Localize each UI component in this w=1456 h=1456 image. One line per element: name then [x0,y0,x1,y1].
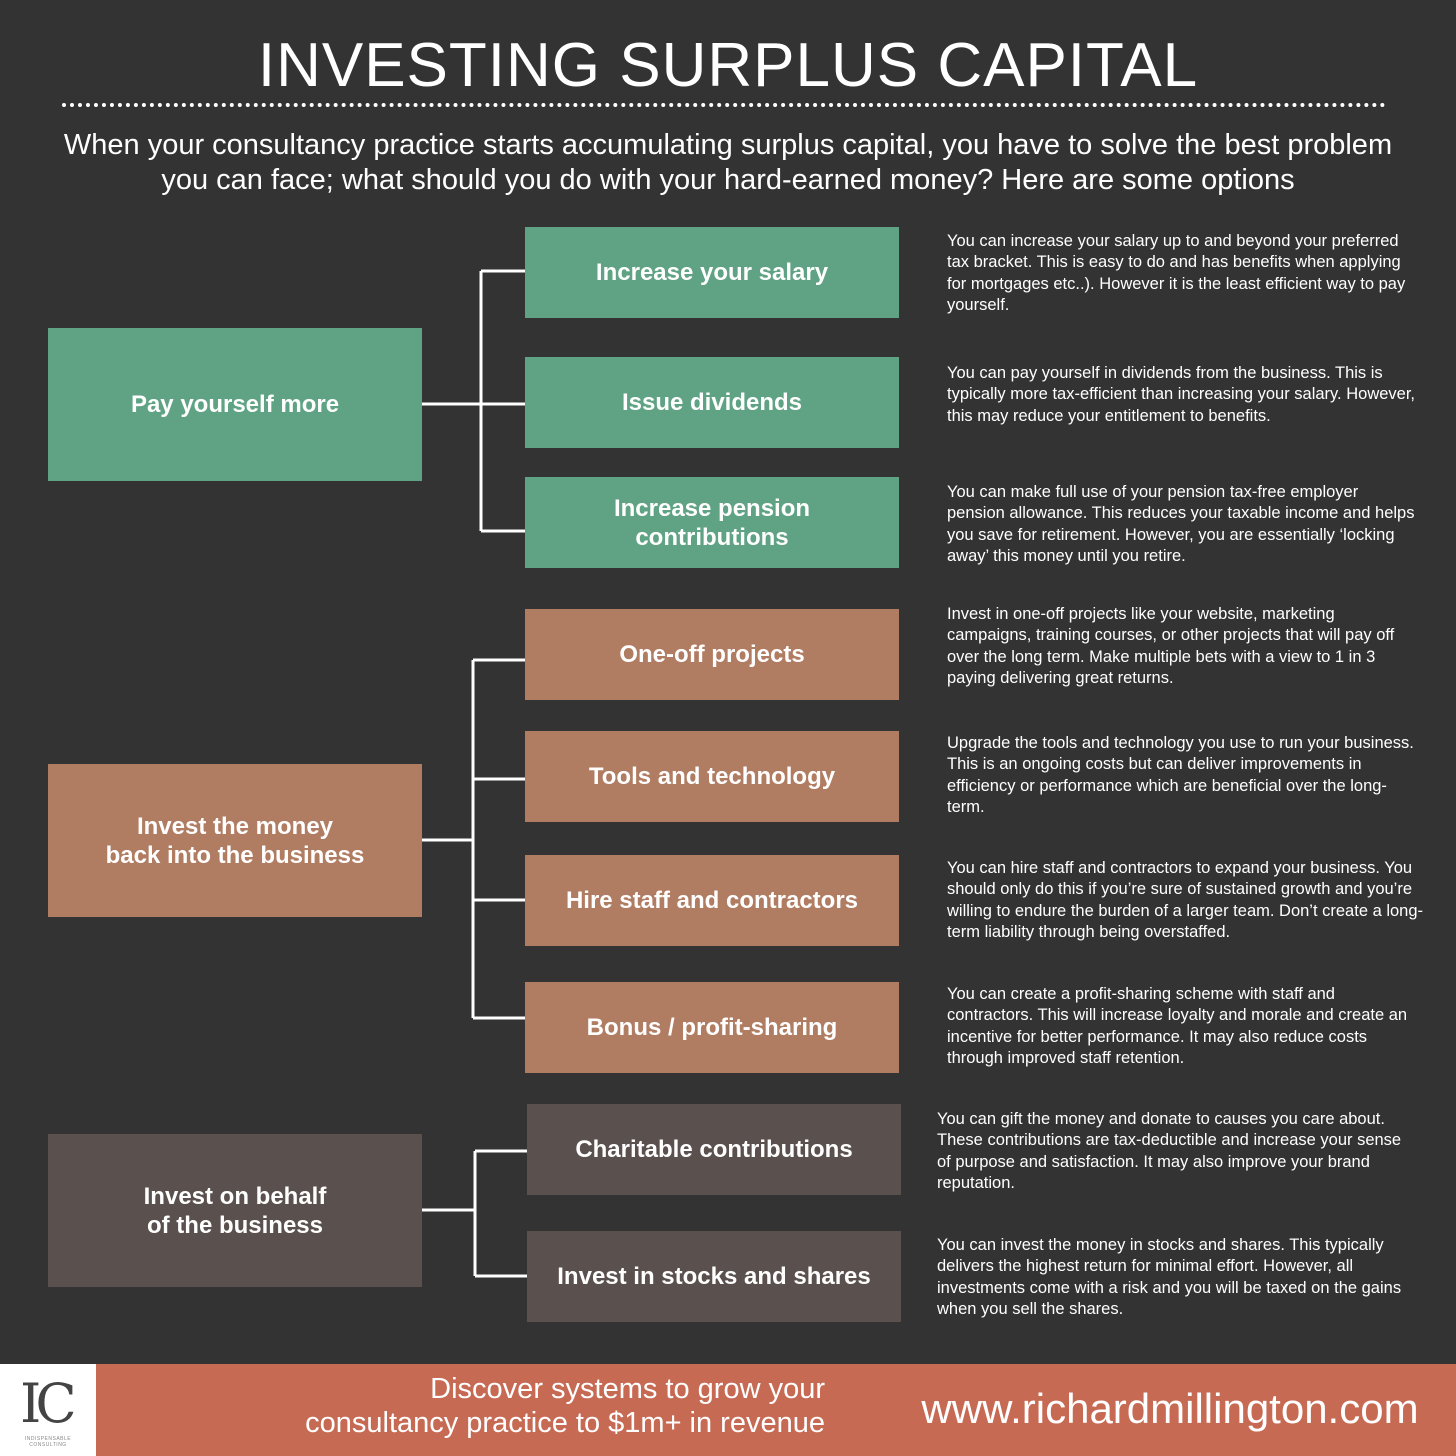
desc-tools-technology: Upgrade the tools and technology you use… [947,734,1414,816]
option-one-off-projects: One-off projects [525,609,899,700]
logo: IC INDISPENSABLE CONSULTING [0,1364,96,1456]
option-hire-staff: Hire staff and contractors [525,855,899,946]
page-title: INVESTING SURPLUS CAPITAL [257,31,1199,100]
desc-hire-staff: You can hire staff and contractors to ex… [947,859,1424,941]
intro-text: When your consultancy practice starts ac… [63,129,1393,196]
desc-bonus-profit-sharing: You can create a profit-sharing scheme w… [947,985,1408,1067]
connector-group-3 [422,1149,527,1278]
option-stocks-shares: Invest in stocks and shares [527,1231,901,1322]
desc-issue-dividends: You can pay yourself in dividends from t… [947,364,1416,425]
logo-mark: IC [20,1372,77,1435]
option-tools-technology: Tools and technology [525,731,899,822]
footer-url-link[interactable]: www.richardmillington.com [921,1385,1419,1432]
logo-text: INDISPENSABLE CONSULTING [24,1436,72,1448]
category-invest-on-behalf: Invest on behalf of the business [48,1134,422,1287]
option-increase-salary: Increase your salary [525,227,899,318]
desc-increase-salary: You can increase your salary up to and b… [947,232,1406,314]
option-increase-pension: Increase pension contributions [525,477,899,568]
desc-stocks-shares: You can invest the money in stocks and s… [937,1236,1402,1318]
footer-cta: Discover systems to grow your consultanc… [305,1373,825,1439]
category-invest-back-into-business: Invest the money back into the business [48,764,422,917]
option-charitable-contributions: Charitable contributions [527,1104,901,1195]
desc-one-off-projects: Invest in one-off projects like your web… [947,605,1395,687]
option-bonus-profit-sharing: Bonus / profit-sharing [525,982,899,1073]
desc-increase-pension: You can make full use of your pension ta… [947,483,1415,565]
category-pay-yourself-more: Pay yourself more [48,328,422,481]
connector-group-2 [422,658,525,1020]
dotted-divider [62,103,1386,107]
connector-group-1 [422,269,525,533]
option-issue-dividends: Issue dividends [525,357,899,448]
desc-charitable-contributions: You can gift the money and donate to cau… [937,1110,1402,1192]
footer-banner: IC INDISPENSABLE CONSULTING Discover sys… [0,1364,1456,1456]
